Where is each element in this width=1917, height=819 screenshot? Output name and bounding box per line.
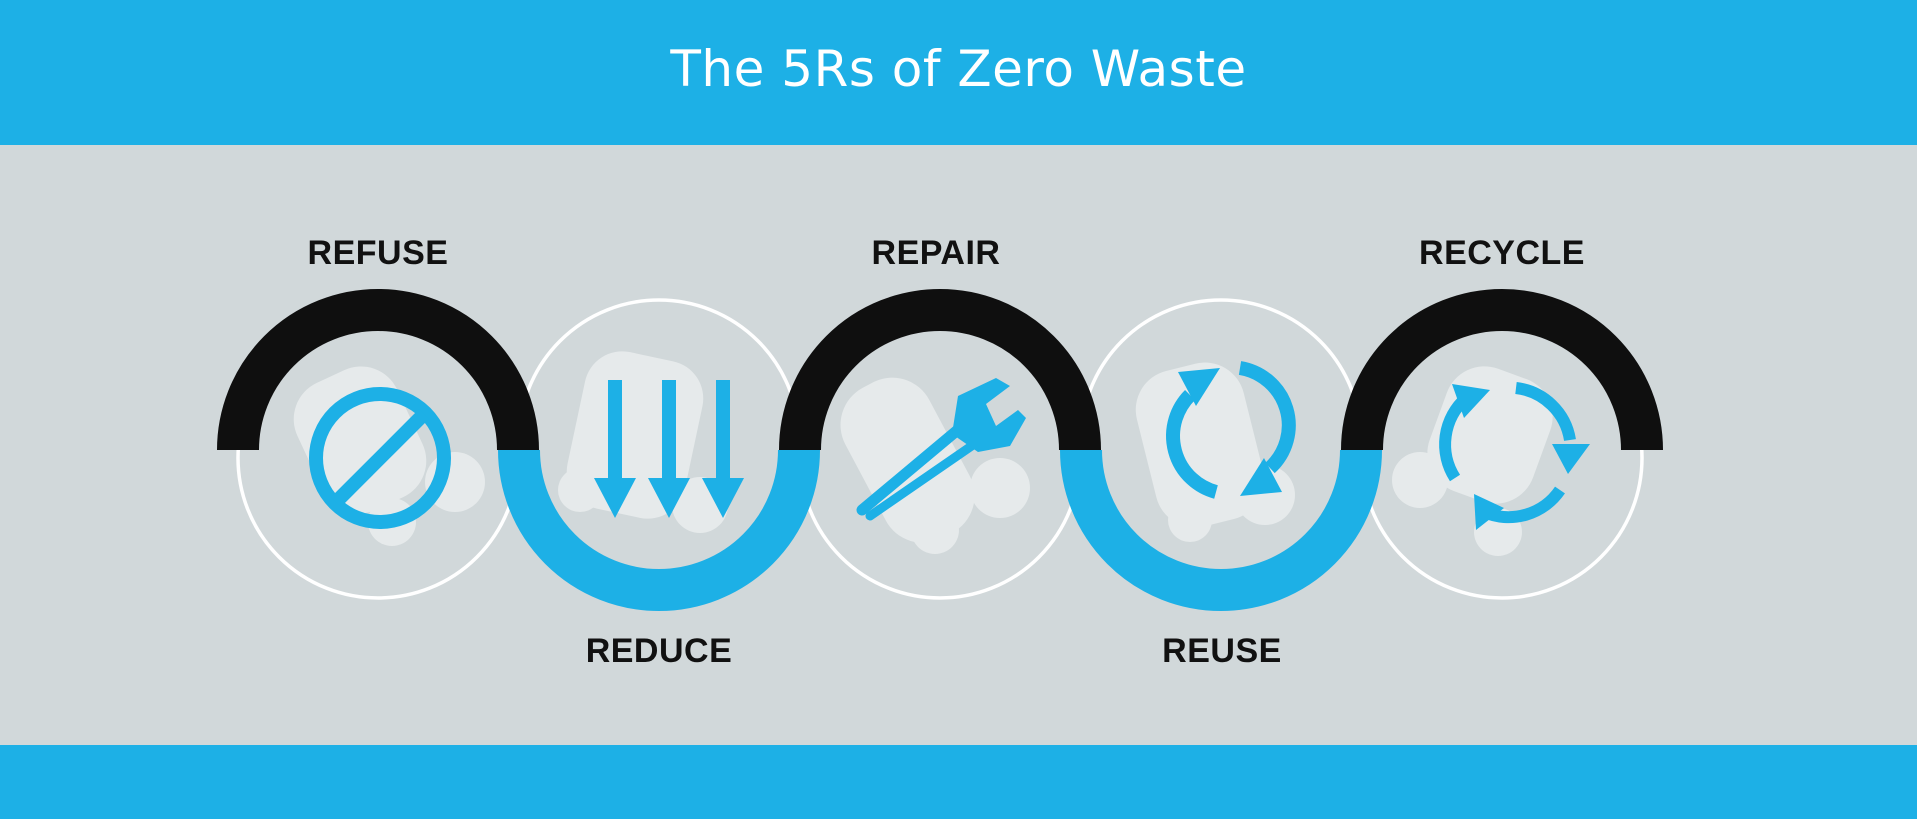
refresh-arrows-icon bbox=[1166, 361, 1296, 499]
arc-reduce bbox=[498, 449, 820, 611]
step-label-repair: REPAIR bbox=[871, 234, 1001, 272]
watermark-reuse bbox=[1135, 362, 1295, 542]
arc-recycle bbox=[1341, 289, 1663, 451]
step-label-reduce: REDUCE bbox=[585, 632, 733, 670]
footer-band bbox=[0, 745, 1917, 819]
page-title: The 5Rs of Zero Waste bbox=[670, 40, 1247, 98]
step-label-recycle: RECYCLE bbox=[1419, 234, 1585, 272]
down-arrows-icon bbox=[594, 380, 744, 518]
watermark-shapes bbox=[293, 351, 1553, 556]
recycle-arrows-icon bbox=[1439, 382, 1590, 530]
watermark-reduce bbox=[558, 351, 728, 533]
arc-repair bbox=[779, 289, 1101, 451]
wrench-icon bbox=[856, 378, 1026, 521]
bottom-arcs bbox=[498, 449, 1382, 611]
watermark-repair bbox=[840, 377, 1030, 554]
top-arcs bbox=[217, 289, 1663, 451]
step-label-refuse: REFUSE bbox=[307, 234, 449, 272]
arc-reuse bbox=[1060, 449, 1382, 611]
no-entry-icon bbox=[309, 387, 451, 529]
step-label-reuse: REUSE bbox=[1162, 632, 1282, 670]
header-band bbox=[0, 0, 1917, 145]
arc-refuse bbox=[217, 289, 539, 451]
